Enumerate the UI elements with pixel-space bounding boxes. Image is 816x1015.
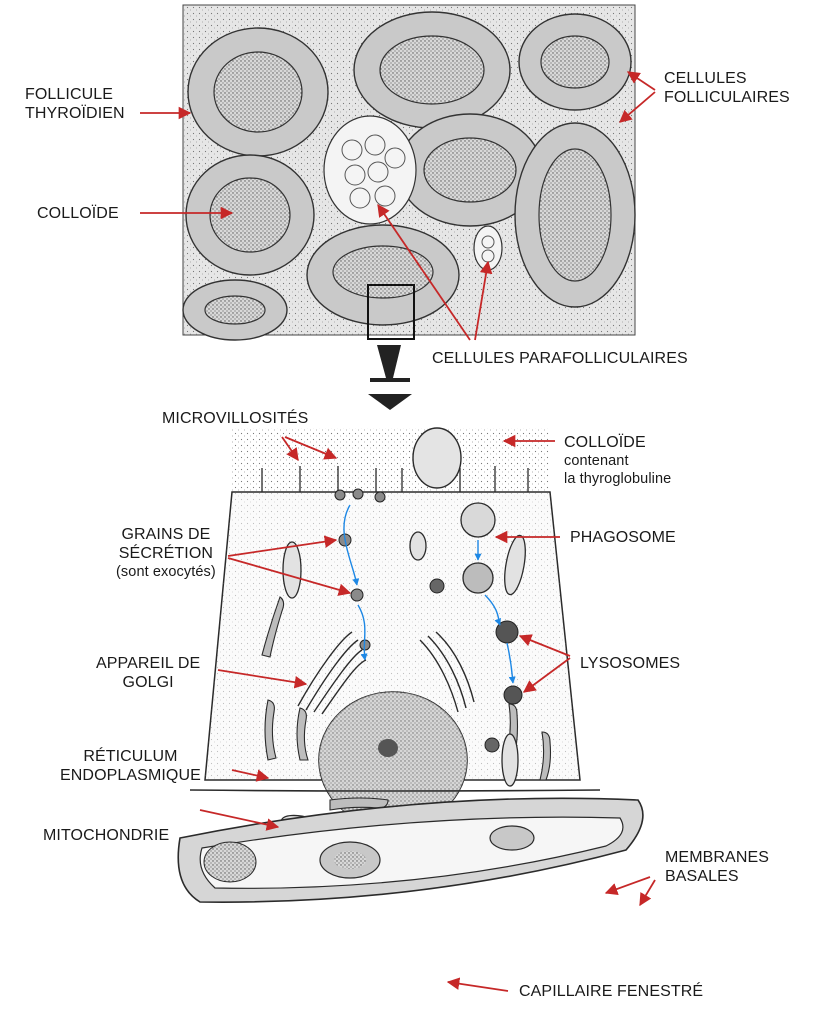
label-line: PHAGOSOME <box>570 529 676 546</box>
label-line: CAPILLAIRE FENESTRÉ <box>519 983 703 1000</box>
label-line: MICROVILLOSITÉS <box>162 410 308 427</box>
label-lysosomes: LYSOSOMES <box>580 654 680 673</box>
label-phagosome: PHAGOSOME <box>570 528 676 547</box>
label-line: (sont exocytés) <box>116 563 216 581</box>
label-line: COLLOÏDE <box>564 433 671 452</box>
label-line: SÉCRÉTION <box>116 544 216 563</box>
label-line: CELLULES PARAFOLLICULAIRES <box>432 350 688 367</box>
label-line: FOLLICULAIRES <box>664 88 790 107</box>
label-appareil-golgi: APPAREIL DE GOLGI <box>96 654 200 692</box>
label-line: GOLGI <box>96 673 200 692</box>
arrow-capillaire <box>448 982 508 991</box>
label-capillaire-fenestre: CAPILLAIRE FENESTRÉ <box>519 982 703 1001</box>
label-line: COLLOÏDE <box>37 205 119 222</box>
label-reticulum: RÉTICULUM ENDOPLASMIQUE <box>60 747 201 785</box>
label-colloide-top: COLLOÏDE <box>37 204 119 223</box>
label-colloide-cell: COLLOÏDE contenant la thyroglobuline <box>564 433 671 488</box>
label-mitochondrie: MITOCHONDRIE <box>43 826 169 845</box>
label-line: BASALES <box>665 867 769 886</box>
label-follicule-thyroidien: FOLLICULE THYROÏDIEN <box>25 85 125 123</box>
label-line: FOLLICULE <box>25 85 125 104</box>
label-cellules-folliculaires: CELLULES FOLLICULAIRES <box>664 69 790 107</box>
follicle-6 <box>515 123 635 307</box>
follicle-2 <box>354 12 510 128</box>
zoom-indicator <box>368 345 412 410</box>
follicle-7 <box>307 225 459 325</box>
label-line: MITOCHONDRIE <box>43 827 169 844</box>
label-line: contenant <box>564 452 671 470</box>
label-line: GRAINS DE <box>116 525 216 544</box>
label-line: CELLULES <box>664 69 790 88</box>
label-membranes-basales: MEMBRANES BASALES <box>665 848 769 886</box>
follicular-cell <box>190 428 600 848</box>
arrow-membranes-1 <box>606 877 650 893</box>
label-line: RÉTICULUM <box>60 747 201 766</box>
label-line: LYSOSOMES <box>580 655 680 672</box>
follicle-8 <box>183 280 287 340</box>
arrow-membranes-2 <box>640 880 655 905</box>
fenestrated-capillary <box>178 798 643 902</box>
follicle-4 <box>186 155 314 275</box>
label-line: la thyroglobuline <box>564 470 671 488</box>
label-line: ENDOPLASMIQUE <box>60 766 201 785</box>
label-line: THYROÏDIEN <box>25 104 125 123</box>
follicle-3 <box>519 14 631 110</box>
label-cellules-parafolliculaires: CELLULES PARAFOLLICULAIRES <box>432 349 688 368</box>
label-grains-secretion: GRAINS DE SÉCRÉTION (sont exocytés) <box>116 525 216 581</box>
label-microvillosites: MICROVILLOSITÉS <box>162 409 308 428</box>
follicle-1 <box>188 28 328 156</box>
arrow-mitochondrie <box>200 810 278 827</box>
label-line: APPAREIL DE <box>96 654 200 673</box>
thyroid-tissue-section <box>183 5 635 340</box>
label-line: MEMBRANES <box>665 848 769 867</box>
